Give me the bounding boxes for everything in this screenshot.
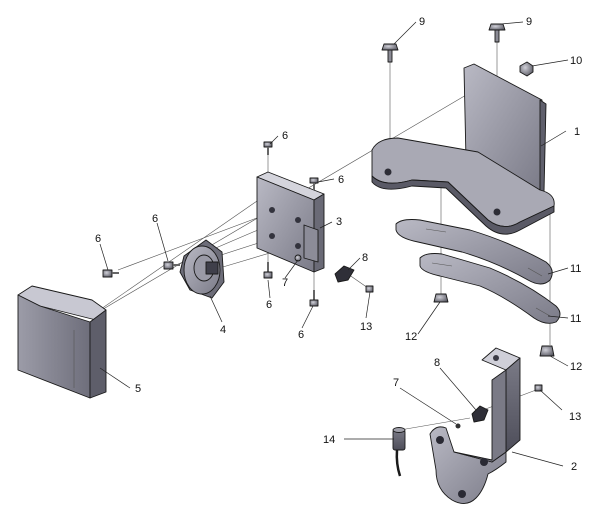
bolt-9-left [381, 43, 399, 63]
nut-12-right [539, 345, 555, 357]
mounting-plate [256, 171, 325, 273]
nut-10 [519, 61, 534, 77]
callout-label: 7 [393, 377, 399, 389]
screw-6-d [102, 269, 119, 278]
callout-label: 6 [266, 299, 272, 311]
rotary-sensor [179, 239, 225, 299]
callout-label: 13 [569, 411, 581, 423]
proximity-sensor [392, 427, 406, 477]
screw-6-e [263, 262, 273, 279]
callout-label: 1 [574, 126, 580, 138]
screw-6-a [263, 141, 273, 155]
screw-6-f [309, 290, 319, 307]
callout-label: 11 [570, 313, 581, 325]
fasteners [102, 23, 555, 429]
curved-strap-lower [419, 253, 561, 324]
screw-13-upper [365, 285, 374, 293]
callout-label: 8 [434, 357, 440, 369]
callout-labels: 1 2 3 4 5 6 6 6 6 6 6 7 7 8 8 9 9 10 11 … [95, 16, 582, 473]
callout-label: 10 [570, 55, 582, 67]
clip-8-upper [334, 265, 355, 283]
lower-bracket [429, 347, 521, 504]
callout-label: 11 [570, 263, 581, 275]
callout-label: 14 [323, 434, 335, 446]
callout-label: 9 [419, 16, 425, 28]
leader-lines [99, 21, 569, 467]
callout-label: 8 [362, 252, 368, 264]
cover-housing [17, 285, 107, 399]
callout-label: 5 [135, 383, 141, 395]
callout-label: 6 [298, 329, 304, 341]
nut-12-left [433, 293, 449, 303]
screw-6-c [163, 261, 180, 270]
screw-13-lower [534, 384, 543, 392]
curved-strap-upper [395, 219, 553, 285]
screw-6-b [309, 177, 319, 190]
callout-label: 9 [526, 16, 532, 28]
bolt-9-right [488, 23, 506, 43]
callout-label: 12 [405, 331, 417, 343]
callout-label: 13 [360, 321, 372, 333]
callout-label: 6 [152, 213, 158, 225]
callout-label: 7 [282, 277, 288, 289]
callout-label: 3 [336, 216, 342, 228]
callout-label: 6 [95, 233, 101, 245]
callout-label: 4 [220, 324, 226, 336]
callout-label: 6 [338, 174, 344, 186]
callout-label: 12 [570, 361, 582, 373]
upper-bracket [371, 63, 555, 235]
callout-label: 2 [571, 461, 577, 473]
callout-label: 6 [282, 130, 288, 142]
